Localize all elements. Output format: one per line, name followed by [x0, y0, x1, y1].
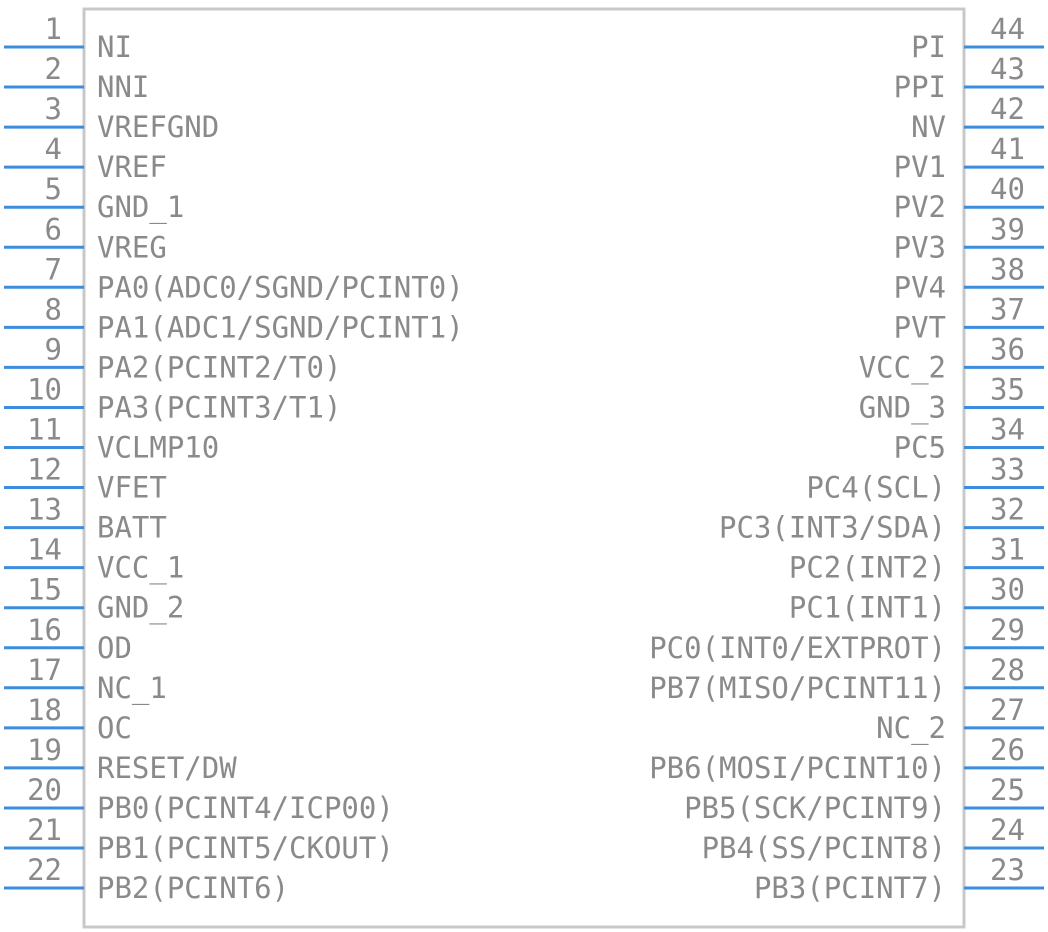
pin-16-label: OD — [97, 631, 132, 665]
pin-42-number: 42 — [990, 92, 1025, 126]
pin-14-label: VCC_1 — [97, 551, 184, 586]
pin-42-label: NV — [911, 110, 946, 144]
pin-38-number: 38 — [990, 252, 1025, 286]
pin-10-number: 10 — [27, 372, 62, 406]
pin-28-label: PB7(MISO/PCINT11) — [649, 671, 946, 705]
pin-40-label: PV2 — [894, 190, 946, 224]
pin-29-label: PC0(INT0/EXTPROT) — [649, 631, 946, 665]
pin-35-label: GND_3 — [859, 390, 946, 425]
ic-body-outline — [82, 7, 966, 929]
pin-41-number: 41 — [990, 132, 1025, 166]
pin-30-number: 30 — [990, 573, 1025, 607]
pin-13-label: BATT — [97, 511, 167, 545]
pin-33-label: PC4(SCL) — [806, 471, 946, 505]
pin-20-label: PB0(PCINT4/ICP00) — [97, 791, 394, 825]
pin-19-number: 19 — [27, 733, 62, 767]
pin-1-label: NI — [97, 30, 132, 64]
pin-8-label: PA1(ADC1/SGND/PCINT1) — [97, 310, 464, 344]
pin-18-label: OC — [97, 711, 132, 745]
pin-31-number: 31 — [990, 533, 1025, 567]
pin-23-number: 23 — [990, 853, 1025, 887]
pin-7-label: PA0(ADC0/SGND/PCINT0) — [97, 270, 464, 304]
pin-2-number: 2 — [45, 52, 62, 86]
pin-37-number: 37 — [990, 292, 1025, 326]
pin-24-label: PB4(SS/PCINT8) — [702, 831, 946, 865]
pin-21-number: 21 — [27, 813, 62, 847]
pin-28-number: 28 — [990, 653, 1025, 687]
pin-39-number: 39 — [990, 212, 1025, 246]
pin-37-label: PVT — [894, 310, 946, 344]
pin-16-number: 16 — [27, 613, 62, 647]
pin-20-number: 20 — [27, 773, 62, 807]
pin-5-label: GND_1 — [97, 190, 184, 225]
pin-34-number: 34 — [990, 413, 1025, 447]
pin-29-number: 29 — [990, 613, 1025, 647]
pin-38-label: PV4 — [894, 270, 946, 304]
pin-26-number: 26 — [990, 733, 1025, 767]
pin-36-label: VCC_2 — [859, 350, 946, 385]
pin-6-number: 6 — [45, 212, 62, 246]
pin-5-number: 5 — [45, 172, 62, 206]
pin-11-number: 11 — [27, 413, 62, 447]
pin-32-label: PC3(INT3/SDA) — [719, 511, 946, 545]
pin-39-label: PV3 — [894, 230, 946, 264]
pin-26-label: PB6(MOSI/PCINT10) — [649, 751, 946, 785]
pin-14-number: 14 — [27, 533, 62, 567]
pin-43-label: PPI — [894, 70, 946, 104]
pin-34-label: PC5 — [894, 431, 946, 465]
pin-9-number: 9 — [45, 332, 62, 366]
pin-12-number: 12 — [27, 453, 62, 487]
pin-24-number: 24 — [990, 813, 1025, 847]
pin-33-number: 33 — [990, 453, 1025, 487]
pin-11-label: VCLMP10 — [97, 431, 219, 465]
pin-12-label: VFET — [97, 471, 167, 505]
pin-7-number: 7 — [45, 252, 62, 286]
pin-2-label: NNI — [97, 70, 149, 104]
pin-21-label: PB1(PCINT5/CKOUT) — [97, 831, 394, 865]
pin-15-number: 15 — [27, 573, 62, 607]
pin-43-number: 43 — [990, 52, 1025, 86]
pin-35-number: 35 — [990, 372, 1025, 406]
pin-17-number: 17 — [27, 653, 62, 687]
pin-27-number: 27 — [990, 693, 1025, 727]
pin-25-number: 25 — [990, 773, 1025, 807]
pin-25-label: PB5(SCK/PCINT9) — [684, 791, 946, 825]
pin-22-label: PB2(PCINT6) — [97, 871, 289, 905]
pin-41-label: PV1 — [894, 150, 946, 184]
pin-19-label: RESET/DW — [97, 751, 237, 785]
pin-13-number: 13 — [27, 493, 62, 527]
pin-1-number: 1 — [45, 12, 62, 46]
pin-15-label: GND_2 — [97, 591, 184, 626]
pin-44-label: PI — [911, 30, 946, 64]
pin-18-number: 18 — [27, 693, 62, 727]
pin-30-label: PC1(INT1) — [789, 591, 946, 625]
pin-40-number: 40 — [990, 172, 1025, 206]
pin-22-number: 22 — [27, 853, 62, 887]
pin-9-label: PA2(PCINT2/T0) — [97, 350, 341, 384]
pin-10-label: PA3(PCINT3/T1) — [97, 390, 341, 424]
pin-3-label: VREFGND — [97, 110, 219, 144]
pin-4-label: VREF — [97, 150, 167, 184]
pin-4-number: 4 — [45, 132, 62, 166]
pin-32-number: 32 — [990, 493, 1025, 527]
pin-6-label: VREG — [97, 230, 167, 264]
pin-44-number: 44 — [990, 12, 1025, 46]
pin-3-number: 3 — [45, 92, 62, 126]
pin-27-label: NC_2 — [876, 711, 946, 746]
pin-17-label: NC_1 — [97, 671, 167, 706]
pin-36-number: 36 — [990, 332, 1025, 366]
pin-8-number: 8 — [45, 292, 62, 326]
pin-31-label: PC2(INT2) — [789, 551, 946, 585]
pin-23-label: PB3(PCINT7) — [754, 871, 946, 905]
